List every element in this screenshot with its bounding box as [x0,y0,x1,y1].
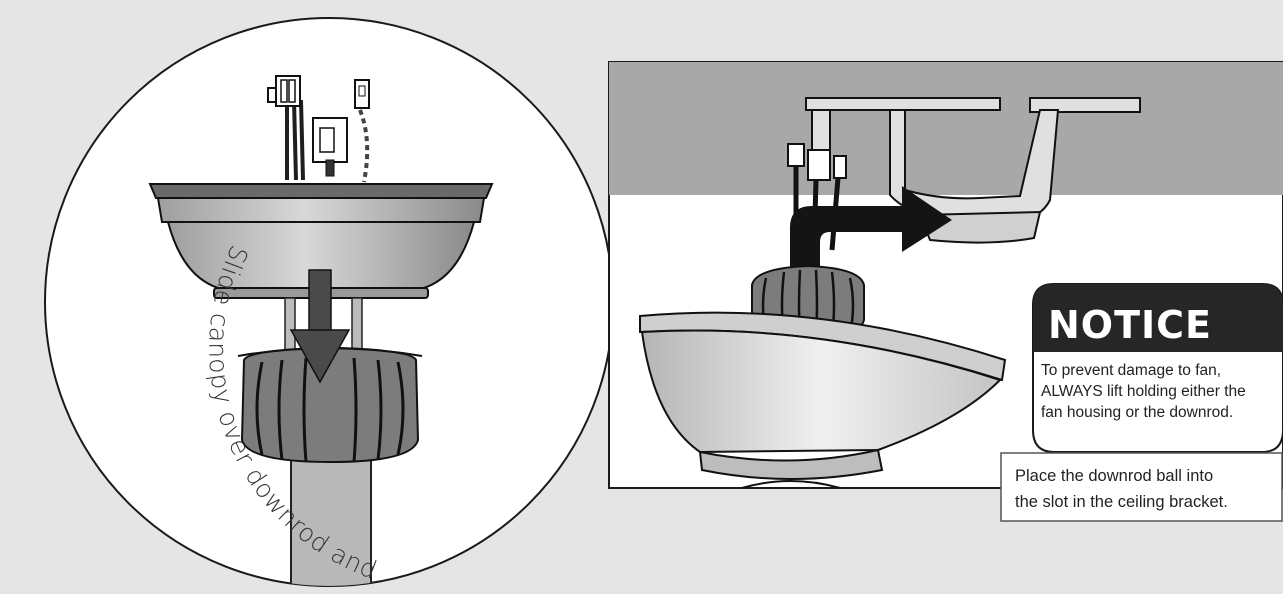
notice-callout: NOTICE To prevent damage to fan, ALWAYS … [1032,283,1283,453]
ground-connector-icon [354,79,370,109]
ceiling [609,62,1283,195]
receiver-connector-icon [312,117,348,177]
bracket-wire-connectors [787,143,847,181]
instruction-line: the slot in the ceiling bracket. [1015,493,1228,511]
notice-line: fan housing or the downrod. [1041,404,1233,421]
canopy [148,183,494,299]
right-arrow-icon [790,186,952,270]
wire-connector-icon [267,75,301,107]
right-detail-panel [608,61,1283,489]
notice-title: NOTICE [1048,303,1212,347]
instruction-line: Place the downrod ball into [1015,467,1213,485]
wire-bundle [285,99,370,183]
fan-housing [639,311,1007,488]
instruction-callout: Place the downrod ball into the slot in … [1000,452,1283,522]
downrod-ball [237,346,423,464]
left-detail-circle [44,17,614,587]
notice-line: To prevent damage to fan, [1041,362,1221,379]
notice-line: ALWAYS lift holding either the [1041,383,1246,400]
downrod [290,454,372,586]
down-arrow-icon [289,269,351,384]
